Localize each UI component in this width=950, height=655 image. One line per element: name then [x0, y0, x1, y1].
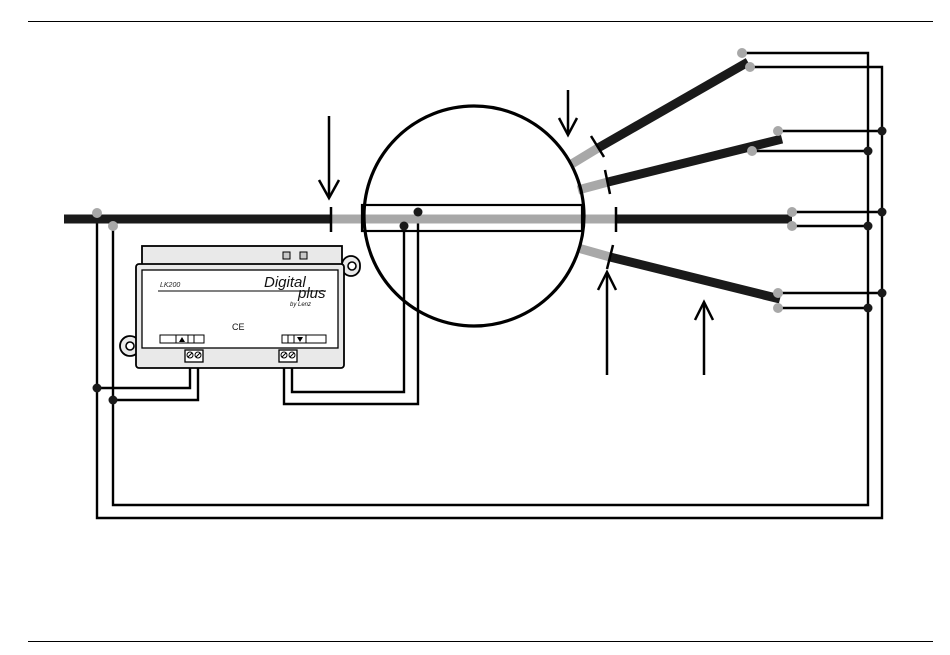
branch-3-track: [610, 257, 780, 299]
decoder-mount-hole-right: [348, 262, 356, 270]
junction-left-b: [109, 396, 118, 405]
decoder-brand-plus: plus: [297, 285, 326, 302]
decoder-led-1: [283, 252, 290, 259]
junction-right-5: [878, 289, 887, 298]
terminal-block-right: [279, 350, 297, 362]
junction-right-3: [878, 208, 887, 217]
rail-contact-branch3-b: [773, 303, 783, 313]
junction-left-a: [93, 384, 102, 393]
arrow-branch3-gap: [598, 272, 616, 375]
rail-contact-branch1-b: [745, 62, 755, 72]
junction-bridge-b: [400, 222, 409, 231]
decoder-model-label: LK200: [160, 282, 180, 289]
branch-2-isolated: [578, 182, 608, 190]
arrow-branch3-track: [695, 302, 713, 375]
decoder-brand-by: by Lenz: [290, 302, 311, 308]
junction-right-4: [864, 222, 873, 231]
rail-contact-main-a: [787, 207, 797, 217]
decoder-top-bevel: [142, 246, 342, 266]
branch-1-track: [598, 62, 748, 148]
junction-right-1: [878, 127, 887, 136]
rail-contact-left-a: [92, 208, 102, 218]
junction-right-2: [864, 147, 873, 156]
arrow-entry-gap: [319, 116, 339, 198]
junction-bridge-a: [414, 208, 423, 217]
branch-2-track: [608, 139, 782, 182]
branch-3-isolated: [578, 248, 610, 257]
arrow-branch1-gap: [559, 90, 577, 135]
rail-contact-branch3-a: [773, 288, 783, 298]
rail-contact-main-b: [787, 221, 797, 231]
rail-contact-branch2-b: [747, 146, 757, 156]
lk200-decoder: LK200 Digital plus by Lenz CE: [120, 246, 360, 368]
rail-contact-left-b: [108, 221, 118, 231]
branch-1-isolated: [570, 148, 598, 165]
decoder-ce-mark: CE: [232, 322, 245, 332]
rail-contact-branch2-a: [773, 126, 783, 136]
decoder-plug-right: [282, 335, 326, 343]
junction-right-6: [864, 304, 873, 313]
decoder-led-2: [300, 252, 307, 259]
terminal-block-left: [185, 350, 203, 362]
decoder-mount-hole-left: [126, 342, 134, 350]
arrows: [319, 90, 713, 375]
rail-contact-branch1-a: [737, 48, 747, 58]
